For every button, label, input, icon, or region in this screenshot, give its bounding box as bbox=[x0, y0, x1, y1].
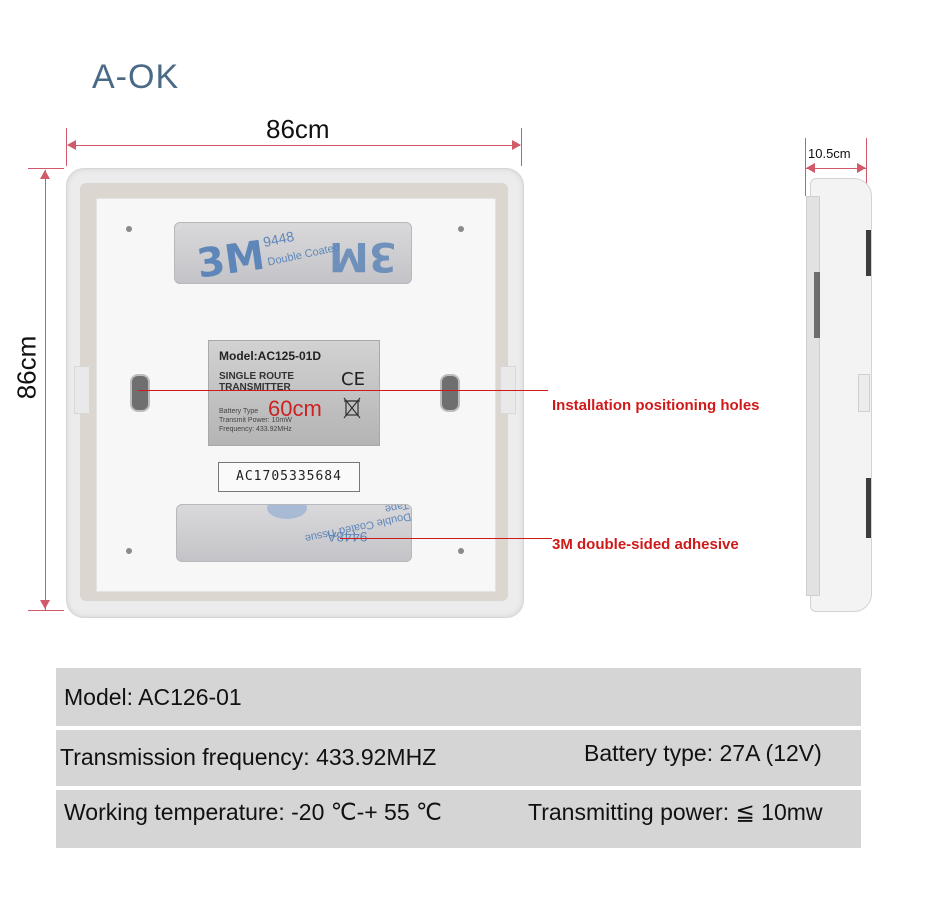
spec-battery: Battery type: 27A (12V) bbox=[584, 740, 822, 766]
height-dimension-label: 86cm bbox=[11, 335, 42, 400]
side-slot bbox=[814, 272, 820, 338]
spec-row-model: Model: AC126-01 bbox=[56, 668, 861, 726]
side-button bbox=[866, 478, 871, 538]
screw-dot bbox=[126, 548, 132, 554]
adhesive-tape-top: 3M 3M 9448 Double Coated bbox=[174, 222, 412, 284]
width-dimension-label: 86cm bbox=[266, 114, 330, 144]
spec-model: Model: AC126-01 bbox=[64, 684, 242, 710]
screw-dot bbox=[458, 548, 464, 554]
ce-mark: CE bbox=[341, 369, 365, 390]
width-dimension-line bbox=[68, 145, 520, 146]
screw-dot bbox=[126, 226, 132, 232]
label-specs: Battery Type Transmit Power: 10mW Freque… bbox=[219, 407, 292, 434]
device-side-plate bbox=[806, 196, 820, 596]
label-title-line1: SINGLE ROUTE bbox=[219, 371, 295, 382]
label-frequency: Frequency: 433.92MHz bbox=[219, 426, 292, 433]
hole-spacing-label: 60cm bbox=[268, 396, 322, 421]
height-dimension-tick-bottom bbox=[28, 610, 64, 611]
weee-bin-icon bbox=[343, 397, 361, 419]
callout-adhesive: 3M double-sided adhesive bbox=[552, 536, 739, 553]
label-battery: Battery Type bbox=[219, 408, 259, 415]
positioning-hole-right bbox=[440, 374, 460, 412]
adhesive-callout-line bbox=[340, 538, 552, 539]
spec-frequency: Transmission frequency: 433.92MHZ bbox=[60, 744, 437, 770]
label-power: Transmit Power: 10mW bbox=[219, 417, 292, 424]
tape-logo-3m: 3M bbox=[194, 232, 268, 284]
positioning-hole-left bbox=[130, 374, 150, 412]
height-dimension-arrow-up bbox=[40, 170, 50, 179]
label-title-line2: TRANSMITTER bbox=[219, 382, 291, 393]
tape-code: 9448 bbox=[261, 227, 296, 251]
depth-dimension-tick-left bbox=[805, 138, 806, 196]
depth-dimension-label: 10.5cm bbox=[808, 146, 851, 161]
product-label: Model:AC125-01D SINGLE ROUTE TRANSMITTER… bbox=[208, 340, 380, 446]
side-clip bbox=[858, 374, 870, 412]
depth-dimension-arrow-left bbox=[806, 163, 815, 173]
spec-temperature: Working temperature: -20 ℃-+ 55 ℃ bbox=[64, 799, 442, 825]
serial-number: AC1705335684 bbox=[218, 462, 360, 492]
screw-dot bbox=[458, 226, 464, 232]
hole-spacing-line bbox=[138, 390, 548, 391]
depth-dimension-line bbox=[806, 168, 866, 169]
depth-dimension-arrow-right bbox=[857, 163, 866, 173]
label-model: Model:AC125-01D bbox=[219, 349, 322, 363]
width-dimension-tick-left bbox=[66, 128, 67, 166]
tape-logo-fragment bbox=[267, 505, 307, 519]
spec-power: Transmitting power: ≦ 10mw bbox=[528, 799, 823, 825]
height-dimension-tick-top bbox=[28, 168, 64, 169]
spec-row-temperature-power: Working temperature: -20 ℃-+ 55 ℃ Transm… bbox=[56, 790, 861, 848]
brand-title: A-OK bbox=[92, 58, 180, 96]
width-dimension-arrow-left bbox=[67, 140, 76, 150]
side-notch-left bbox=[74, 366, 90, 414]
tape-logo-3m-inverted: 3M bbox=[329, 233, 397, 279]
depth-dimension-tick-right bbox=[866, 138, 867, 196]
side-button bbox=[866, 230, 871, 276]
callout-installation-holes: Installation positioning holes bbox=[552, 397, 760, 414]
width-dimension-arrow-right bbox=[512, 140, 521, 150]
label-title: SINGLE ROUTE TRANSMITTER bbox=[219, 371, 294, 393]
height-dimension-arrow-down bbox=[40, 600, 50, 609]
height-dimension-line bbox=[45, 170, 46, 610]
width-dimension-tick-right bbox=[521, 128, 522, 166]
adhesive-tape-bottom: 9448A Double Coated Tissue Tape bbox=[176, 504, 412, 562]
spec-row-frequency-battery: Transmission frequency: 433.92MHZ Batter… bbox=[56, 730, 861, 786]
